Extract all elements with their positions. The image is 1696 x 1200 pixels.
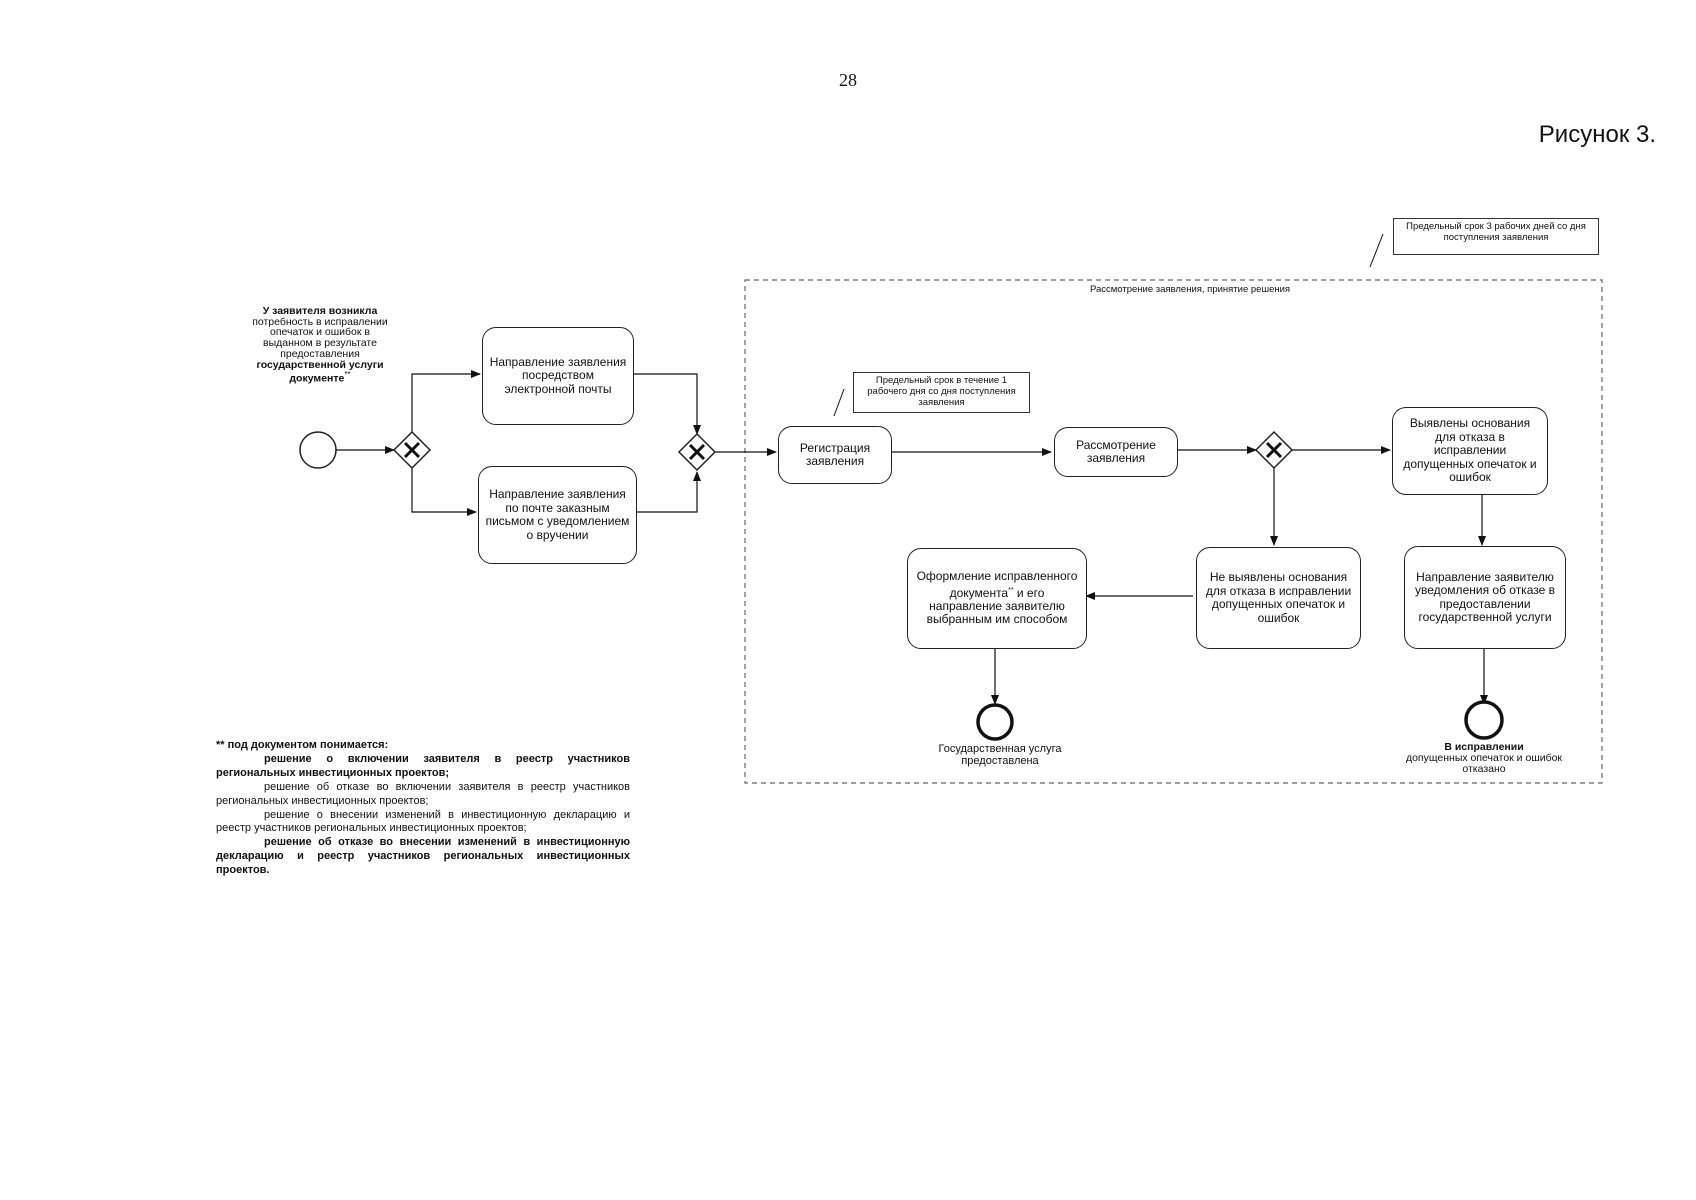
end-refused-label: В исправлении допущенных опечаток и ошиб…: [1404, 742, 1564, 775]
task-registration: Регистрация заявления: [778, 426, 892, 484]
exclusive-gateway-decision: [1254, 430, 1294, 470]
task-grounds-found: Выявлены основания для отказа в исправле…: [1392, 407, 1548, 495]
start-event-label: У заявителя возникла потребность в испра…: [250, 306, 390, 384]
footnote-item: решение о внесении изменений в инвестици…: [216, 808, 630, 835]
flow-gw1-email: [411, 370, 481, 432]
end-event-provided: [976, 703, 1014, 741]
issue-doc-part-a: Оформление исправленного документа: [916, 569, 1078, 600]
start-label-bold: У заявителя возникла: [262, 305, 378, 317]
task-issue-document: Оформление исправленного документа** и е…: [907, 548, 1087, 649]
issue-doc-part-b: и его направление заявителю выбранным им…: [926, 585, 1068, 627]
end-event-refused: [1464, 700, 1504, 740]
start-label-bold2: государственной услуги документе: [256, 358, 384, 385]
page-number: 28: [839, 70, 857, 90]
registration-deadline-note: Предельный срок в течение 1 рабочего дня…: [853, 372, 1030, 413]
issue-doc-mark: **: [1008, 586, 1014, 594]
task-email-submission: Направление заявления посредством электр…: [482, 327, 634, 425]
pool-note-connector: [1369, 233, 1384, 268]
task-notify-refusal: Направление заявителю уведомления об отк…: [1404, 546, 1566, 649]
end-refused-bold: В исправлении: [1444, 741, 1524, 753]
registration-note-connector: [833, 388, 845, 417]
footnote-heading: ** под документом понимается:: [216, 739, 389, 751]
issue-doc-text: Оформление исправленного документа** и е…: [914, 570, 1080, 626]
footnote-item: решение об отказе во включении заявителя…: [216, 780, 630, 807]
end-provided-label: Государственная услуга предоставлена: [938, 743, 1062, 767]
flow-post-gw2: [637, 471, 701, 513]
task-grounds-not-found: Не выявлены основания для отказа в испра…: [1196, 547, 1361, 649]
start-event: [299, 431, 337, 469]
figure-title: Рисунок 3.: [1538, 121, 1656, 148]
exclusive-gateway-split: [392, 430, 432, 470]
exclusive-gateway-merge: [677, 432, 717, 472]
start-label-normal: потребность в исправлении опечаток и оши…: [252, 315, 388, 360]
flow-gw1-post: [411, 468, 477, 516]
end-refused-normal: допущенных опечаток и ошибок отказано: [1405, 752, 1563, 775]
footnote-item: решение о включении заявителя в реестр у…: [216, 752, 630, 779]
start-label-mark: **: [344, 370, 351, 380]
footnote: ** под документом понимается: решение о …: [216, 739, 630, 878]
footnote-item: решение об отказе во внесении изменений …: [216, 836, 630, 877]
flow-email-gw2: [634, 373, 701, 435]
task-review: Рассмотрение заявления: [1054, 427, 1178, 477]
task-post-submission: Направление заявления по почте заказным …: [478, 466, 637, 564]
pool-title: Рассмотрение заявления, принятие решения: [1089, 284, 1291, 295]
pool-deadline-note: Предельный срок 3 рабочих дней со дня по…: [1393, 218, 1599, 255]
pool-boundary: [744, 279, 1603, 784]
